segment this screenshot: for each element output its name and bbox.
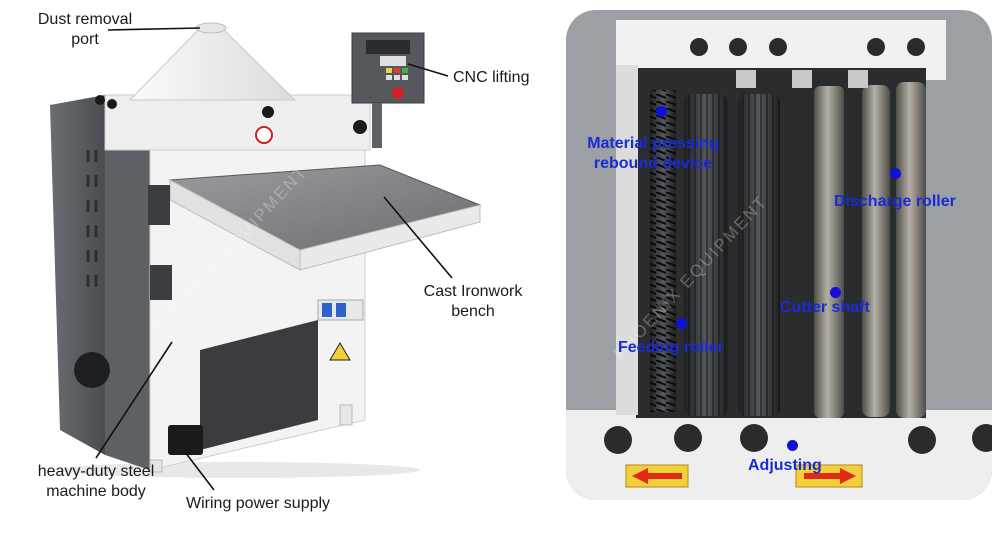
- planer-machine-illustration: [50, 22, 482, 491]
- cast-ironwork-bench-label: Cast Ironwork bench: [408, 282, 538, 322]
- cnc-lifting-label: CNC lifting: [453, 69, 530, 86]
- pressing-line2: rebound device: [593, 155, 713, 172]
- material-pressing-label: Material pressing rebound device: [568, 134, 738, 174]
- feeding-marker: [676, 318, 687, 329]
- wiring-power-supply-label: Wiring power supply: [186, 495, 331, 512]
- cutter-shaft-label: Cutter shaft: [780, 299, 870, 316]
- bench-line1: Cast Ironwork: [423, 283, 523, 300]
- discharge-marker: [890, 168, 901, 179]
- dust-port-line1: Dust removal: [37, 11, 133, 28]
- dust-removal-port-label: Dust removal port: [30, 10, 140, 50]
- roller-closeup-photo: [566, 10, 992, 500]
- body-line2: machine body: [46, 483, 146, 500]
- feeding-roller-label: Feeding roller: [618, 339, 724, 356]
- body-line1: heavy-duty steel: [37, 463, 155, 480]
- cutter-marker: [830, 287, 841, 298]
- pressing-marker: [656, 106, 667, 117]
- adjusting-marker: [787, 440, 798, 451]
- machine-body-label: heavy-duty steel machine body: [26, 462, 166, 502]
- pressing-line1: Material pressing: [587, 135, 719, 152]
- discharge-roller-label: Discharge roller: [834, 193, 956, 210]
- dust-port-line2: port: [71, 31, 99, 48]
- adjusting-label: Adjusting: [748, 457, 822, 474]
- bench-line2: bench: [451, 303, 495, 320]
